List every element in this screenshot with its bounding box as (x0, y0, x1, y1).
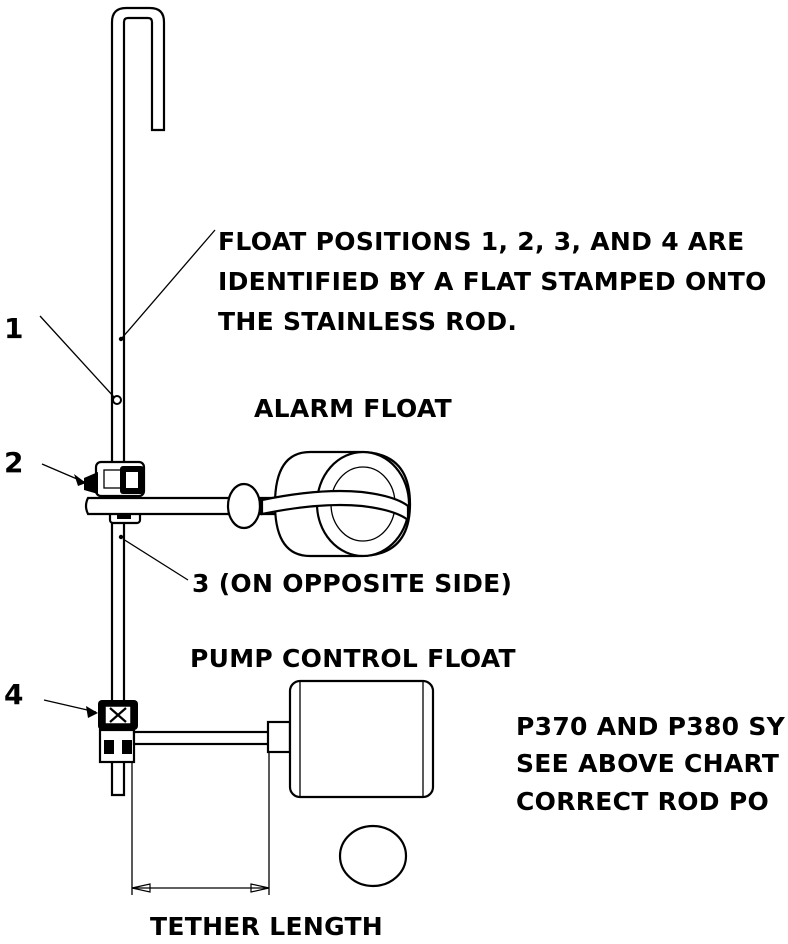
position-4-label: 4 (4, 678, 23, 711)
side-note-line-3: CORRECT ROD PO (516, 787, 769, 816)
side-note-line-2: SEE ABOVE CHART (516, 749, 779, 778)
pump-control-clamp (98, 700, 138, 764)
tether-dimension (131, 752, 270, 895)
pump-control-float-label: PUMP CONTROL FLOAT (190, 644, 516, 673)
note-line-3: THE STAINLESS ROD. (218, 307, 517, 336)
stainless-rod (110, 6, 166, 797)
position-4-arrowhead (86, 706, 98, 718)
alarm-float-arm (84, 496, 232, 516)
lower-oval (338, 824, 408, 888)
position-3-label: 3 (ON OPPOSITE SIDE) (192, 569, 512, 598)
side-note-line-1: P370 AND P380 SY (516, 712, 786, 741)
position-1-stamp-mark (112, 395, 122, 405)
note-leader-line (121, 229, 216, 339)
position-3-stamp-mark (118, 534, 124, 540)
alarm-float-label: ALARM FLOAT (254, 394, 452, 423)
position-3-leader-line (122, 538, 189, 581)
note-line-1: FLOAT POSITIONS 1, 2, 3, AND 4 ARE (218, 227, 744, 256)
position-2-label: 2 (4, 446, 23, 479)
stamp-mark-note (118, 336, 124, 342)
alarm-float (226, 450, 412, 558)
tether-length-label: TETHER LENGTH (150, 912, 383, 941)
pump-float-arm (132, 720, 292, 754)
position-1-leader-line (39, 315, 115, 398)
note-line-2: IDENTIFIED BY A FLAT STAMPED ONTO (218, 267, 767, 296)
position-2-arrowhead (74, 474, 86, 486)
pump-control-float (288, 679, 435, 799)
position-1-label: 1 (4, 312, 23, 345)
